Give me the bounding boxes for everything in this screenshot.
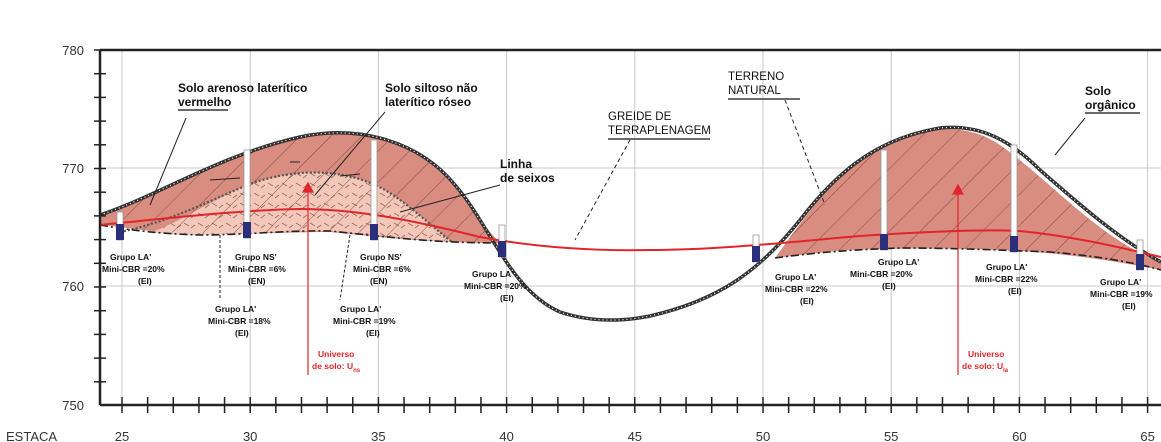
sample-label-9: Grupo LA' Mini-CBR =22% (EI) (975, 262, 1038, 296)
x-axis-title: ESTACA (6, 429, 57, 442)
label-linha-2: de seixos (500, 171, 555, 185)
y-tick-label: 750 (62, 398, 84, 413)
label-solo-arenoso-2: vermelho (178, 95, 231, 109)
label-solo-siltoso-2: laterítico róseo (385, 95, 471, 109)
svg-text:(EI): (EI) (800, 296, 814, 306)
label-greide-1: GREIDE DE (608, 111, 672, 123)
y-tick-label: 760 (62, 279, 84, 294)
svg-text:(EI): (EI) (882, 281, 896, 291)
axes: 780 770 760 750 25 30 35 40 45 50 55 60 65 (62, 43, 1161, 442)
universo-label-1: Universo de solo: Uns (312, 349, 361, 374)
x-tick-label: 30 (243, 429, 257, 442)
label-solo-siltoso-1: Solo siltoso não (385, 81, 478, 95)
svg-text:Mini-CBR =22%: Mini-CBR =22% (975, 274, 1038, 284)
svg-text:Mini-CBR =22%: Mini-CBR =22% (765, 284, 828, 294)
svg-text:(EI): (EI) (366, 328, 380, 338)
svg-text:(EI): (EI) (138, 276, 152, 286)
svg-text:Mini-CBR =19%: Mini-CBR =19% (333, 316, 396, 326)
sample-label-1: Grupo LA' Mini-CBR =20% (EI) (102, 252, 165, 286)
x-tick-label: 45 (628, 429, 642, 442)
svg-text:Mini-CBR =20%: Mini-CBR =20% (102, 264, 165, 274)
svg-text:(EN): (EN) (370, 276, 388, 286)
sample-label-4: Grupo NS' Mini-CBR =6% (EN) (353, 252, 411, 286)
svg-text:Universo: Universo (318, 349, 354, 359)
svg-text:(EI): (EI) (1008, 286, 1022, 296)
label-solo-arenoso-1: Solo arenoso laterítico (178, 81, 307, 95)
sample-marker (752, 246, 760, 262)
svg-text:Grupo LA': Grupo LA' (340, 304, 381, 314)
svg-text:Grupo LA': Grupo LA' (878, 257, 919, 267)
x-tick-label: 55 (884, 429, 898, 442)
sample-marker (1136, 254, 1144, 270)
sample-marker (370, 224, 378, 240)
leader-lines (149, 99, 1086, 301)
sample-label-2: Grupo NS' Mini-CBR =6% (EN) (228, 252, 286, 286)
svg-text:Grupo LA': Grupo LA' (215, 304, 256, 314)
x-tick-label: 35 (371, 429, 385, 442)
universo-label-2: Universo de solo: Ula (962, 349, 1009, 374)
svg-text:Grupo LA': Grupo LA' (986, 262, 1027, 272)
boreholes (116, 139, 1144, 271)
svg-text:Grupo LA': Grupo LA' (472, 269, 513, 279)
svg-text:Universo: Universo (968, 349, 1004, 359)
svg-text:de solo: Ula: de solo: Ula (962, 361, 1009, 374)
sample-marker (880, 234, 888, 250)
svg-text:Grupo LA': Grupo LA' (1100, 277, 1141, 287)
label-linha-1: Linha (500, 157, 532, 171)
y-tick-label: 770 (62, 161, 84, 176)
svg-text:Mini-CBR =6%: Mini-CBR =6% (353, 264, 411, 274)
red-pointers (301, 181, 965, 375)
svg-text:(EI): (EI) (1122, 301, 1136, 311)
svg-text:de solo: Uns: de solo: Uns (312, 361, 361, 374)
svg-text:Grupo NS': Grupo NS' (360, 252, 402, 262)
terrain-line (99, 125, 1161, 322)
sample-marker (1010, 236, 1018, 252)
svg-text:Grupo NS': Grupo NS' (235, 252, 277, 262)
sample-label-7: Grupo LA' Mini-CBR =22% (EI) (765, 272, 828, 306)
borehole (1010, 144, 1018, 253)
label-solo-organico-2: orgânico (1085, 98, 1136, 112)
sample-label-10: Grupo LA' Mini-CBR =19% (EI) (1090, 277, 1153, 311)
x-tick-label: 40 (499, 429, 513, 442)
x-tick-label: 25 (115, 429, 129, 442)
label-terreno-1: TERRENO (728, 71, 784, 83)
y-tick-label: 780 (62, 43, 84, 58)
x-tick-label: 60 (1012, 429, 1026, 442)
sample-marker (116, 224, 124, 240)
svg-text:Grupo LA': Grupo LA' (110, 252, 151, 262)
sample-label-8: Grupo LA' Mini-CBR =20% (EI) (850, 257, 919, 291)
svg-text:Mini-CBR =6%: Mini-CBR =6% (228, 264, 286, 274)
base-contact-right (774, 247, 1161, 271)
svg-text:Mini-CBR =19%: Mini-CBR =19% (1090, 289, 1153, 299)
x-tick-label: 50 (756, 429, 770, 442)
svg-text:(EN): (EN) (248, 276, 266, 286)
sample-label-6: Grupo LA' Mini-CBR =20% (EI) (464, 269, 527, 303)
sample-marker (498, 241, 506, 257)
svg-text:(EI): (EI) (235, 328, 249, 338)
svg-text:Mini-CBR =18%: Mini-CBR =18% (208, 316, 271, 326)
svg-text:Mini-CBR =20%: Mini-CBR =20% (850, 269, 913, 279)
sample-label-5: Grupo LA' Mini-CBR =19% (EI) (333, 304, 396, 338)
label-greide-2: TERRAPLENAGEM (608, 125, 711, 137)
label-solo-organico-1: Solo (1085, 84, 1111, 98)
svg-text:Mini-CBR =20%: Mini-CBR =20% (464, 281, 527, 291)
x-tick-label: 65 (1140, 429, 1154, 442)
sample-label-3: Grupo LA' Mini-CBR =18% (EI) (208, 304, 271, 338)
pebble-line (119, 171, 453, 243)
svg-text:Grupo LA': Grupo LA' (775, 272, 816, 282)
label-terreno-2: NATURAL (728, 85, 781, 97)
base-contact-left (99, 224, 501, 244)
sample-marker (243, 222, 251, 238)
svg-text:(EI): (EI) (500, 293, 514, 303)
